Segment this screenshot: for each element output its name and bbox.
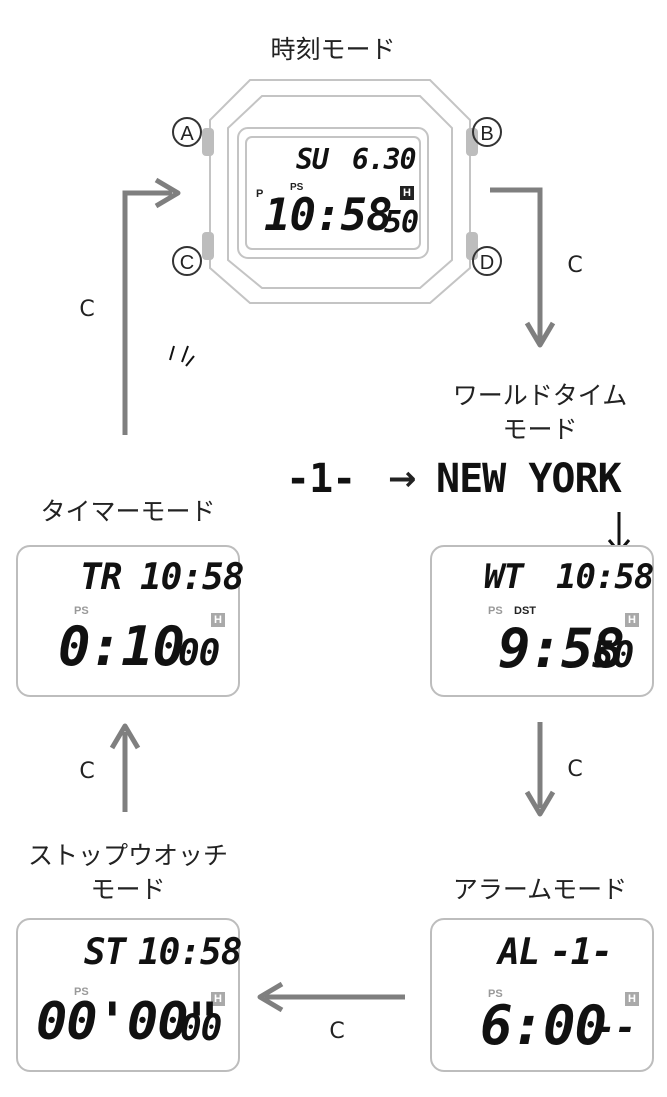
stopwatch-display: ST 10:58 PS H 00'00" 00 xyxy=(16,918,242,1072)
alarm-display: AL -1- PS H 6:00 -- xyxy=(430,918,654,1072)
pm-indicator: P xyxy=(256,188,264,200)
timekeeping-ps-indicator: PS xyxy=(290,182,304,193)
worldtime-mode-title-line2: モード xyxy=(502,415,578,444)
worldtime-line1-time: 10:58 xyxy=(556,557,654,597)
timekeeping-mode-title: 時刻モード xyxy=(270,35,396,64)
button-b-label: B xyxy=(472,117,502,147)
transition-label-stopwatch-to-timer: C xyxy=(79,759,95,784)
transition-label-timer-to-timekeeping: C xyxy=(79,297,95,322)
alarm-ps-indicator: PS xyxy=(488,988,503,1000)
timekeeping-day: SU xyxy=(296,143,329,176)
worldtime-dst-indicator: DST xyxy=(514,605,536,617)
stopwatch-ps-indicator: PS xyxy=(74,986,89,998)
timer-line1-label: TR xyxy=(80,557,122,598)
worldtime-h-icon: H xyxy=(625,613,639,627)
worldtime-line1-label: WT xyxy=(484,557,524,597)
timekeeping-date: 6.30 xyxy=(352,143,416,176)
arrow-timekeeping-to-worldtime xyxy=(490,187,556,348)
worldtime-mode-title-line1: ワールドタイム xyxy=(452,381,628,410)
alarm-mode-title: アラームモード xyxy=(452,875,628,904)
arrow-alarm-to-stopwatch xyxy=(257,981,405,1013)
worldtime-display: WT 10:58 PS DST H 9:58 50 xyxy=(430,545,654,697)
stopwatch-time: 00'00" xyxy=(36,992,219,1052)
stopwatch-line1-label: ST xyxy=(84,932,126,973)
alarm-line1-label: AL xyxy=(498,932,540,973)
transition-label-timekeeping-to-worldtime: C xyxy=(567,253,583,278)
transition-label-alarm-to-stopwatch: C xyxy=(329,1019,345,1044)
worldtime-seconds: 50 xyxy=(592,635,634,676)
timer-h-icon: H xyxy=(211,613,225,627)
worldtime-time: 9:58 xyxy=(498,617,625,680)
watch-case xyxy=(209,79,471,304)
timekeeping-time: 10:58 xyxy=(264,190,392,241)
stopwatch-mode-title-line1: ストップウオッチ xyxy=(27,841,228,870)
alarm-line1-value: -1- xyxy=(550,932,613,973)
timer-display: TR 10:58 PS H 0:10 00 xyxy=(16,545,244,697)
stopwatch-mode-title-line2: モード xyxy=(90,875,166,904)
timer-seconds: 00 xyxy=(178,633,220,674)
timer-ps-indicator: PS xyxy=(74,605,89,617)
timer-mode-title: タイマーモード xyxy=(40,497,216,526)
timekeeping-h-icon: H xyxy=(400,186,414,200)
worldtime-city-arrow: → xyxy=(388,459,417,499)
arrow-stopwatch-to-timer xyxy=(109,723,141,812)
alarm-h-icon: H xyxy=(625,992,639,1006)
arrow-timer-to-timekeeping xyxy=(122,177,181,435)
worldtime-city-name: NEW YORK xyxy=(436,456,622,502)
arrow-worldtime-to-alarm xyxy=(524,722,556,817)
timer-time: 0:10 xyxy=(58,615,185,678)
worldtime-ps-indicator: PS xyxy=(488,605,503,617)
timer-line1-time: 10:58 xyxy=(140,557,244,598)
alarm-time: 6:00 xyxy=(480,994,607,1057)
timekeeping-seconds: 50 xyxy=(384,205,419,240)
button-d-label: D xyxy=(472,246,502,276)
stopwatch-h-icon: H xyxy=(211,992,225,1006)
stopwatch-line1-time: 10:58 xyxy=(138,932,242,973)
worldtime-city-prefix: -1- xyxy=(286,456,356,502)
stopwatch-hundredths: 00 xyxy=(180,1008,222,1049)
transition-label-worldtime-to-alarm: C xyxy=(567,757,583,782)
alarm-seconds: -- xyxy=(594,1008,636,1049)
button-c-label: C xyxy=(172,246,202,276)
button-a-label: A xyxy=(172,117,202,147)
